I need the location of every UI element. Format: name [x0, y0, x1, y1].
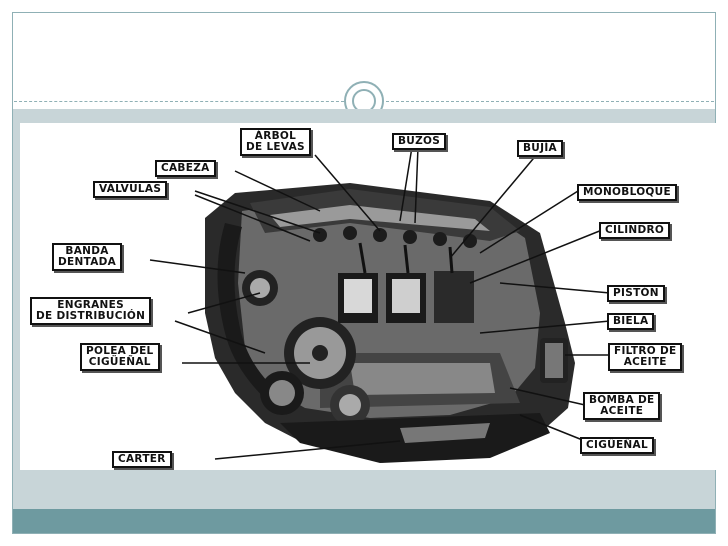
label-filtro-de-aceite: FILTRO DE ACEITE	[608, 343, 683, 371]
label-polea-line2: CIGÜEÑAL	[88, 356, 151, 368]
label-engranes-de-distribucion: ENGRANES DE DISTRIBUCIÓN	[30, 297, 152, 325]
label-ciguenal: CIGÜEÑAL	[580, 437, 654, 454]
footer-band	[13, 509, 715, 533]
label-engranes-line2: DE DISTRIBUCIÓN	[36, 310, 146, 322]
label-piston: PISTÓN	[607, 285, 665, 302]
label-banda-dentada-line2: DENTADA	[58, 256, 117, 268]
engine-body	[205, 183, 575, 463]
label-buzos-text: BUZOS	[398, 135, 441, 147]
label-monobloque: MONOBLOQUE	[577, 184, 677, 201]
label-valvulas-text: VÁLVULAS	[99, 183, 162, 195]
label-banda-dentada: BANDA DENTADA	[52, 243, 123, 271]
label-bomba-line2: ACEITE	[600, 405, 644, 417]
label-bomba-line1: BOMBA DE	[589, 394, 655, 406]
label-carter-text: CARTER	[118, 453, 166, 465]
divider-line-right	[386, 101, 714, 102]
label-bujia-text: BUJÍA	[523, 142, 557, 154]
label-filtro-line1: FILTRO DE	[614, 345, 677, 357]
label-bujia: BUJÍA	[517, 140, 563, 157]
label-polea-line1: POLEA DEL	[86, 345, 154, 357]
engine-diagram: ÁRBOL DE LEVAS BUZOS BUJÍA CABEZA VÁLVUL…	[20, 123, 720, 470]
label-arbol-de-levas-line1: ÁRBOL	[254, 130, 297, 142]
label-filtro-line2: ACEITE	[623, 356, 667, 368]
label-ciguenal-text: CIGÜEÑAL	[586, 439, 648, 451]
label-arbol-de-levas: ÁRBOL DE LEVAS	[240, 128, 311, 156]
label-piston-text: PISTÓN	[613, 287, 659, 299]
label-banda-dentada-line1: BANDA	[65, 245, 109, 257]
divider-line-left	[14, 101, 344, 102]
label-bomba-de-aceite: BOMBA DE ACEITE	[583, 392, 661, 420]
label-arbol-de-levas-line2: DE LEVAS	[246, 141, 305, 153]
label-biela: BIELA	[607, 313, 655, 330]
label-carter: CARTER	[112, 451, 172, 468]
leader-lines	[149, 146, 611, 460]
label-monobloque-text: MONOBLOQUE	[583, 186, 671, 198]
label-biela-text: BIELA	[613, 315, 649, 327]
label-cabeza: CABEZA	[155, 160, 216, 177]
engine-illustration	[149, 146, 611, 463]
label-buzos: BUZOS	[392, 133, 447, 150]
label-cilindro-text: CILINDRO	[605, 224, 665, 236]
label-engranes-line1: ENGRANES	[57, 299, 124, 311]
label-cilindro: CILINDRO	[599, 222, 671, 239]
label-valvulas: VÁLVULAS	[93, 181, 168, 198]
label-polea-del-ciguenal: POLEA DEL CIGÜEÑAL	[80, 343, 160, 371]
label-cabeza-text: CABEZA	[161, 162, 210, 174]
